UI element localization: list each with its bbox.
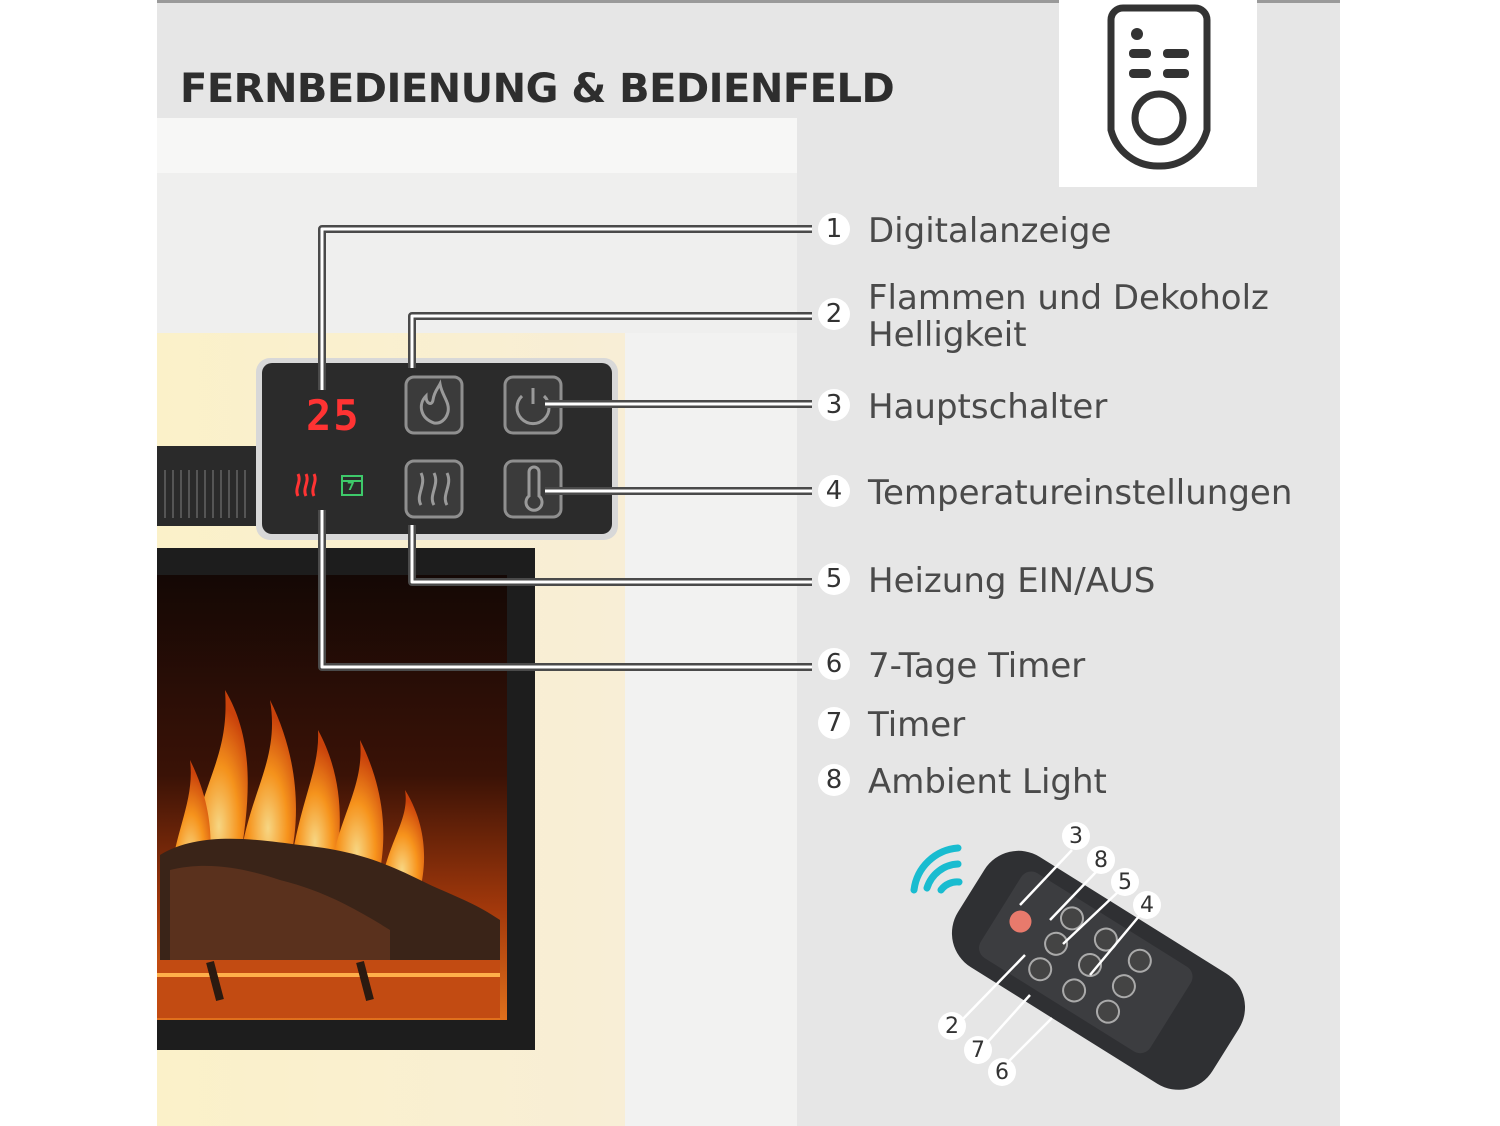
legend-number: 3 bbox=[818, 389, 850, 421]
legend-item-5: 5 Heizung EIN/AUS bbox=[818, 563, 1155, 600]
legend-label: Digitalanzeige bbox=[868, 211, 1112, 251]
legend-label: Flammen und Dekoholz bbox=[868, 278, 1269, 318]
remote-control bbox=[951, 850, 1246, 1090]
legend-item-3: 3 Hauptschalter bbox=[818, 389, 1107, 426]
legend-number: 2 bbox=[818, 298, 850, 330]
flame-icon bbox=[419, 379, 450, 425]
legend-label: Hauptschalter bbox=[868, 387, 1108, 427]
week-timer-number: 7 bbox=[347, 480, 355, 493]
fireplace-side bbox=[625, 333, 797, 1126]
heat-button[interactable] bbox=[404, 459, 464, 519]
remote-callout-lines bbox=[959, 849, 1141, 1066]
remote-callout-4: 4 bbox=[1133, 891, 1161, 919]
week-timer-indicator bbox=[341, 475, 363, 496]
legend-label-group: Flammen und Dekoholz Helligkeit bbox=[868, 280, 1269, 354]
remote-callout-2: 2 bbox=[938, 1012, 966, 1040]
flames bbox=[170, 690, 425, 890]
remote-callout-5: 5 bbox=[1111, 868, 1139, 896]
remote-callout-7: 7 bbox=[964, 1036, 992, 1064]
remote-control-icon bbox=[1107, 4, 1211, 170]
mantel-front bbox=[157, 173, 797, 333]
remote-callout-6: 6 bbox=[988, 1058, 1016, 1086]
legend-label: Temperatureinstellungen bbox=[868, 473, 1293, 513]
heat-waves-icon bbox=[295, 473, 317, 497]
legend-number: 4 bbox=[818, 475, 850, 507]
legend-number: 6 bbox=[818, 648, 850, 680]
legend-item-8: 8 Ambient Light bbox=[818, 764, 1107, 801]
signal-icon bbox=[910, 844, 963, 894]
legend-item-4: 4 Temperatureinstellungen bbox=[818, 475, 1292, 512]
legend-item-7: 7 Timer bbox=[818, 707, 965, 744]
remote-callout-3: 3 bbox=[1062, 822, 1090, 850]
digital-display: 25 bbox=[306, 391, 361, 440]
heat-icon bbox=[417, 472, 451, 506]
leader-lines bbox=[320, 227, 812, 669]
legend-number: 5 bbox=[818, 563, 850, 595]
mantel-top bbox=[157, 118, 797, 173]
legend-label-line2: Helligkeit bbox=[868, 315, 1027, 355]
legend-item-6: 6 7-Tage Timer bbox=[818, 648, 1085, 685]
page-title: FERNBEDIENUNG & BEDIENFELD bbox=[180, 66, 895, 112]
legend-label: 7-Tage Timer bbox=[868, 646, 1086, 686]
flame-button[interactable] bbox=[404, 375, 464, 435]
logs bbox=[157, 838, 500, 1018]
legend-item-1: 1 Digitalanzeige bbox=[818, 213, 1111, 250]
legend-number: 8 bbox=[818, 764, 850, 796]
legend-label: Ambient Light bbox=[868, 762, 1107, 802]
thermometer-icon bbox=[524, 465, 544, 512]
legend-item-2: 2 Flammen und Dekoholz Helligkeit bbox=[818, 280, 1269, 354]
legend-label: Heizung EIN/AUS bbox=[868, 561, 1156, 601]
remote-callout-8: 8 bbox=[1087, 846, 1115, 874]
remote-power-button[interactable] bbox=[1005, 906, 1035, 936]
thermometer-button[interactable] bbox=[503, 459, 563, 519]
legend-number: 1 bbox=[818, 213, 850, 245]
legend-number: 7 bbox=[818, 707, 850, 739]
legend-label: Timer bbox=[868, 705, 966, 745]
